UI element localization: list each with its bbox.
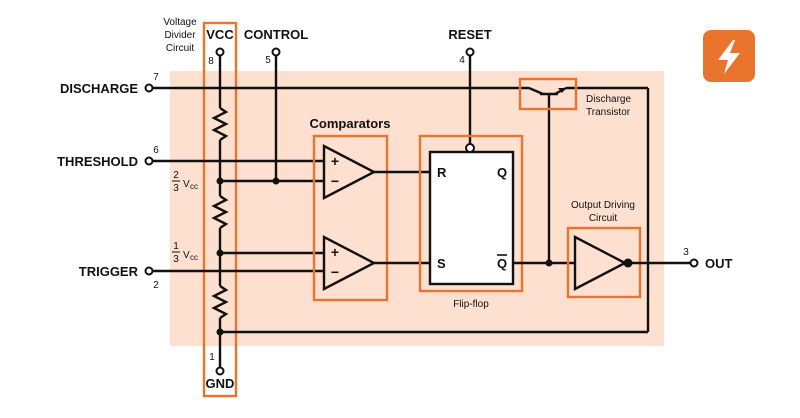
upper-comparator: + −: [322, 144, 377, 200]
discharge-pin-number: 7: [153, 72, 159, 83]
svg-text:1: 1: [173, 241, 179, 252]
vcc-pin-label: VCC: [206, 27, 234, 42]
junction-dot: [216, 177, 224, 185]
trigger-pin-label: TRIGGER: [79, 264, 139, 279]
control-pin-terminal: [271, 47, 281, 57]
chip-body-panel: [170, 71, 664, 346]
svg-text:V: V: [183, 179, 190, 190]
svg-text:cc: cc: [190, 253, 198, 262]
svg-text:3: 3: [173, 183, 179, 194]
gnd-pin-number: 1: [209, 352, 215, 363]
two-thirds-vcc-label: 2 3 V cc: [172, 170, 198, 194]
junction-dot: [272, 177, 280, 185]
resistor-bottom: [211, 285, 229, 319]
output-driving-caption-2: Circuit: [589, 213, 618, 224]
comparators-box: [312, 134, 389, 302]
svg-text:+: +: [331, 153, 339, 169]
gnd-pin-label: GND: [206, 376, 235, 391]
discharge-pin-terminal: [144, 83, 154, 93]
out-pin-number: 3: [683, 247, 689, 258]
out-pin-label: OUT: [705, 256, 733, 271]
threshold-pin-terminal: [144, 156, 154, 166]
svg-text:cc: cc: [190, 182, 198, 191]
discharge-transistor-box: [518, 77, 578, 111]
voltage-divider-caption-2: Divider: [164, 30, 196, 41]
lightning-bolt-icon: [718, 40, 740, 74]
out-pin-terminal: [689, 258, 699, 268]
reset-pin-number: 4: [459, 55, 465, 66]
one-third-vcc-label: 1 3 V cc: [172, 241, 198, 265]
flip-flop-q: Q: [497, 165, 507, 180]
flip-flop-qbar: Q: [497, 256, 507, 271]
gnd-pin-terminal: [215, 366, 225, 376]
svg-text:V: V: [183, 250, 190, 261]
voltage-divider-caption-1: Voltage: [163, 17, 197, 28]
svg-text:−: −: [331, 173, 339, 189]
control-pin-label: CONTROL: [244, 27, 308, 42]
logo: [703, 30, 755, 82]
lower-comparator: + −: [322, 235, 377, 291]
flip-flop-caption: Flip-flop: [453, 299, 489, 310]
discharge-transistor: [528, 86, 567, 102]
threshold-pin-label: THRESHOLD: [57, 154, 138, 169]
trigger-pin-terminal: [144, 266, 154, 276]
flip-flop-box: [418, 134, 524, 293]
threshold-pin-number: 6: [153, 145, 159, 156]
comparators-caption: Comparators: [310, 116, 391, 131]
junction-dot: [216, 249, 224, 257]
svg-text:−: −: [331, 264, 339, 280]
svg-text:2: 2: [173, 170, 179, 181]
output-buffer: [573, 235, 628, 291]
reset-pin-terminal: [465, 47, 475, 57]
voltage-divider-caption-3: Circuit: [166, 43, 195, 54]
output-buffer-bubble: [623, 258, 633, 268]
output-driving-caption-1: Output Driving: [571, 200, 635, 211]
voltage-divider-chain: [211, 56, 229, 367]
vcc-pin-number: 8: [208, 56, 214, 67]
svg-text:+: +: [331, 244, 339, 260]
junction-dot: [216, 328, 224, 336]
svg-text:3: 3: [173, 254, 179, 265]
flip-flop-s: S: [437, 256, 446, 271]
trigger-pin-number: 2: [153, 280, 159, 291]
resistor-middle: [211, 195, 229, 229]
discharge-pin-label: DISCHARGE: [60, 81, 138, 96]
discharge-transistor-caption-2: Transistor: [586, 107, 631, 118]
vcc-pin-terminal: [215, 47, 225, 57]
reset-pin-label: RESET: [448, 27, 491, 42]
resistor-top: [211, 107, 229, 141]
reset-bubble: [465, 143, 475, 153]
flip-flop-block: [428, 150, 515, 286]
voltage-divider-box: [202, 21, 238, 398]
control-pin-number: 5: [265, 55, 271, 66]
flip-flop-r: R: [437, 165, 447, 180]
discharge-transistor-caption-1: Discharge: [586, 94, 631, 105]
